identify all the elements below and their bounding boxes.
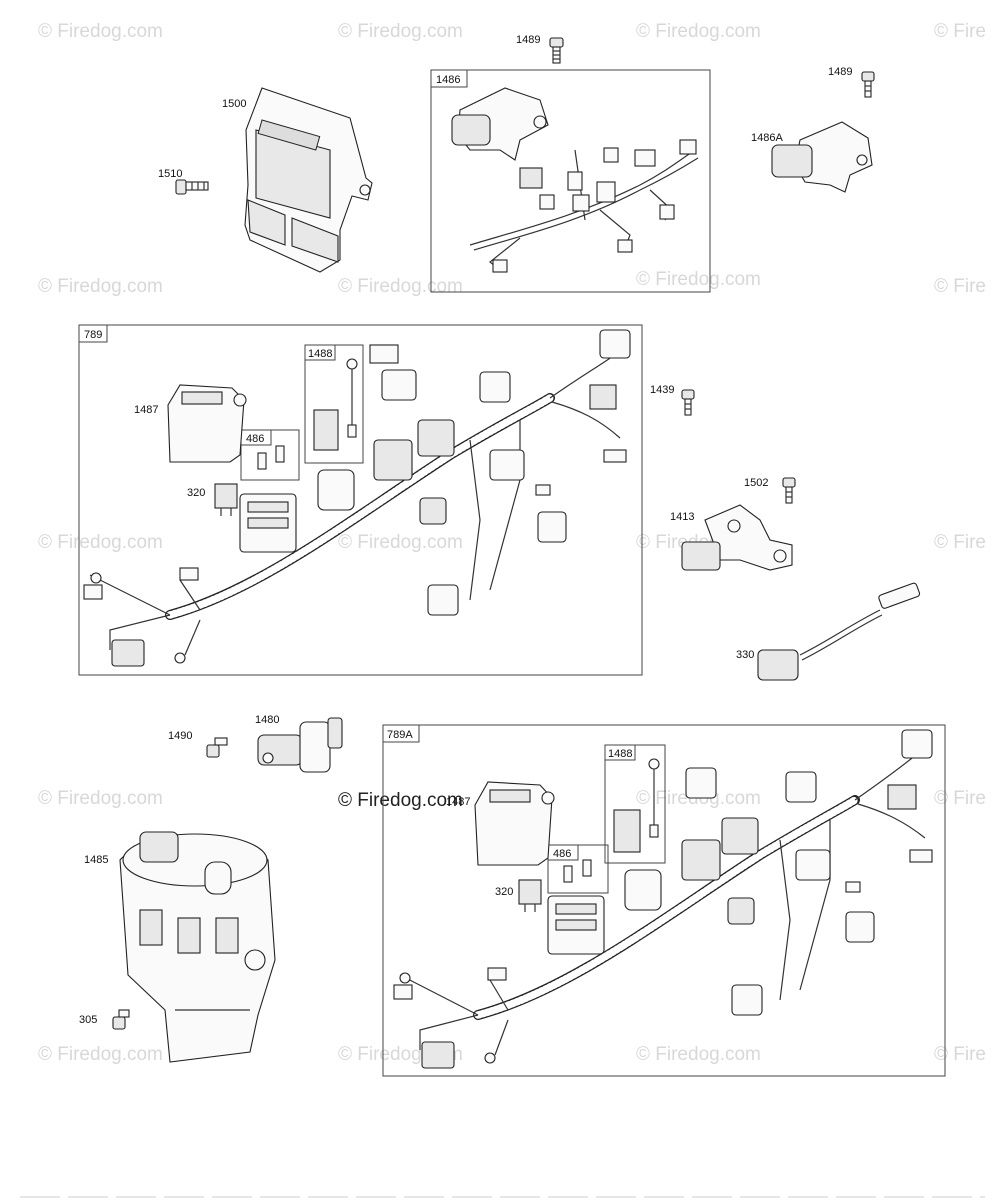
watermark: © Fire <box>934 1044 986 1065</box>
bolt-1439 <box>681 389 695 416</box>
fuel-injector-1480 <box>257 717 343 773</box>
oxygen-sensor-330 <box>757 582 921 681</box>
kit-box-789A <box>382 724 946 1077</box>
callout-320: 320 <box>495 886 513 898</box>
callout-1487: 1487 <box>446 796 470 808</box>
kit-box-789-label: 789 <box>84 329 102 341</box>
callout-1489: 1489 <box>828 66 852 78</box>
sensor-1413 <box>681 504 793 571</box>
kit-box-789 <box>78 324 643 676</box>
watermark: © Fire <box>934 21 986 42</box>
kit-box-1488-label: 1488 <box>608 748 632 760</box>
watermark: © Firedog.com <box>38 1044 163 1065</box>
callout-1439: 1439 <box>650 384 674 396</box>
bolt-1489-right <box>861 71 875 98</box>
wiring-harness-789 <box>83 329 631 667</box>
watermark: © Firedog.com <box>338 21 463 42</box>
callout-1502: 1502 <box>744 477 768 489</box>
callout-330: 330 <box>736 649 754 661</box>
kit-box-486-label: 486 <box>246 433 264 445</box>
kit-box-789A-label: 789A <box>387 729 413 741</box>
fuse-box-cover-1487 <box>167 384 247 463</box>
fuse-box-cover-1487 <box>474 781 555 866</box>
watermark: © Firedog.com <box>636 269 761 290</box>
callout-1485: 1485 <box>84 854 108 866</box>
relay-320 <box>518 879 542 912</box>
fuse-kit-486 <box>563 859 592 883</box>
callout-1489: 1489 <box>516 34 540 46</box>
kit-box-1486 <box>430 69 711 293</box>
kit-box-789A-label-frame <box>382 724 420 743</box>
ecu-module-1500 <box>244 87 373 273</box>
bolt-1510 <box>175 179 209 195</box>
kit-box-1486-label: 1486 <box>436 74 460 86</box>
terminal-kit-1488 <box>313 358 358 451</box>
watermark: © Firedog.com <box>38 276 163 297</box>
relay-320 <box>214 483 238 516</box>
watermark: © Firedog.com <box>636 1044 761 1065</box>
callout-1480: 1480 <box>255 714 279 726</box>
watermark: © Firedog.com <box>338 276 463 297</box>
watermark: © Firedog.com <box>338 532 463 553</box>
wiring-harness-789A <box>393 729 933 1069</box>
callout-1486A: 1486A <box>751 132 783 144</box>
watermark: © Firedog.com <box>38 532 163 553</box>
bolt-305 <box>112 1009 130 1030</box>
bolt-1489-top <box>549 37 564 64</box>
fuse-kit-486 <box>257 445 285 470</box>
callout-320: 320 <box>187 487 205 499</box>
bolt-1490 <box>206 737 228 758</box>
callout-1510: 1510 <box>158 168 182 180</box>
callout-305: 305 <box>79 1014 97 1026</box>
kit-box-1486-label-frame <box>430 69 468 88</box>
map-sensor-1486A <box>771 121 873 193</box>
watermark: © Firedog.com <box>38 788 163 809</box>
kit-box-1488-label-frame <box>604 744 636 761</box>
watermark: © Fire <box>934 276 986 297</box>
kit-box-1488-label-frame <box>304 344 336 361</box>
map-sensor-1486 <box>451 87 549 161</box>
kit-box-486-label: 486 <box>553 848 571 860</box>
terminal-kit-1488 <box>613 758 660 853</box>
watermark: © Firedog.com <box>636 21 761 42</box>
watermark: © Fire <box>934 532 986 553</box>
kit-box-1488-label: 1488 <box>308 348 332 360</box>
sensor-harness-1486 <box>469 139 699 273</box>
watermark-center: © Firedog.com <box>338 790 463 811</box>
bolt-1502 <box>782 477 796 504</box>
callout-1487: 1487 <box>134 404 158 416</box>
watermark: © Firedog.com <box>38 21 163 42</box>
callout-1500: 1500 <box>222 98 246 110</box>
watermark: © Fire <box>934 788 986 809</box>
callout-1490: 1490 <box>168 730 192 742</box>
callout-1413: 1413 <box>670 511 694 523</box>
kit-box-789-label-frame <box>78 324 108 343</box>
fuel-pump-assembly-1485 <box>119 831 276 1063</box>
